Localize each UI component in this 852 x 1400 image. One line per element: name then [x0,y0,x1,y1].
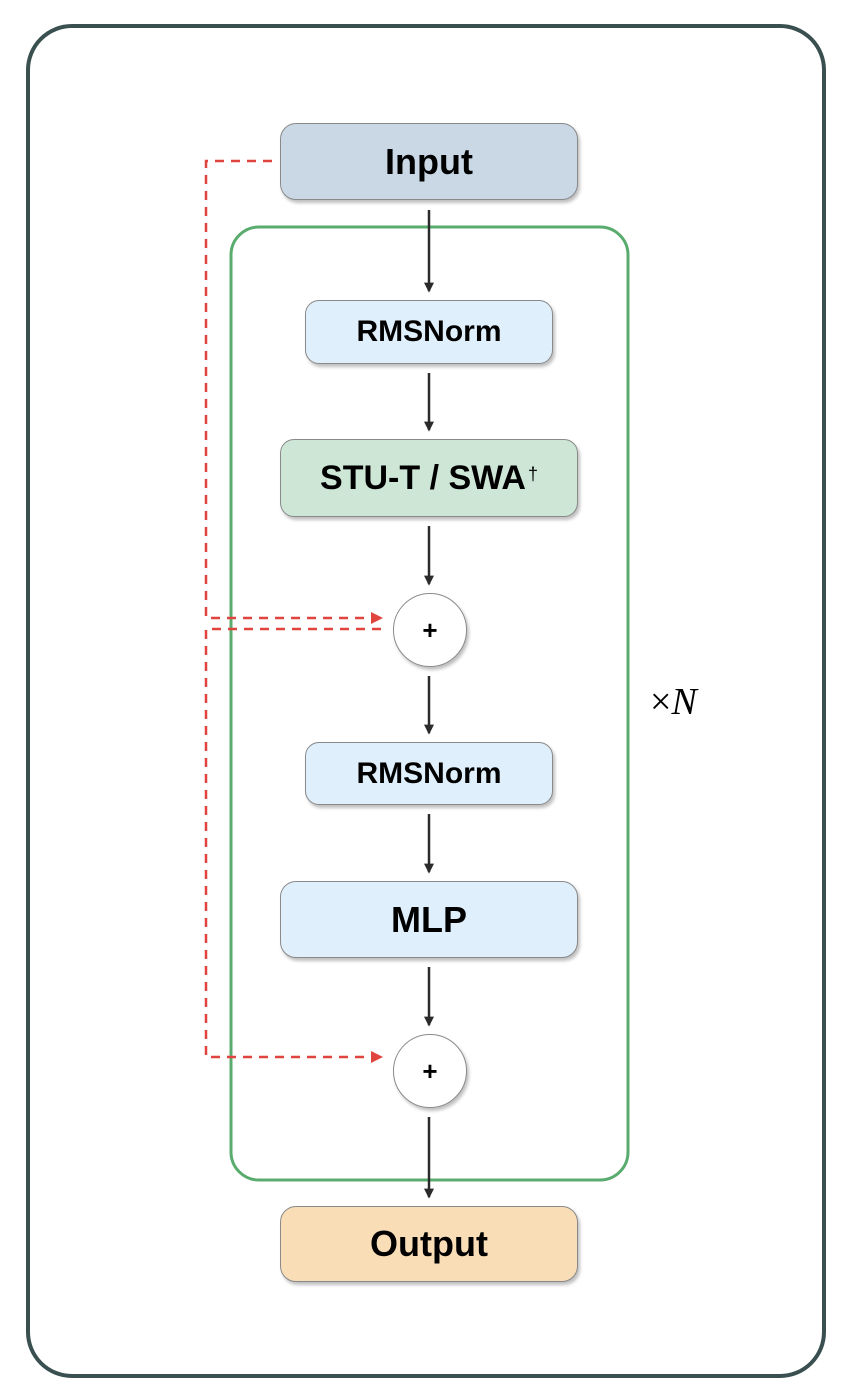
add-node-1: + [393,593,467,667]
mixer-label: STU-T / SWA [320,458,526,497]
mlp-node: MLP [280,881,578,958]
times-symbol: × [650,681,672,723]
output-label: Output [370,1223,488,1264]
outer-frame [26,24,826,1378]
rmsnorm-label-2: RMSNorm [356,756,502,790]
mlp-label: MLP [391,898,467,940]
output-node: Output [280,1206,578,1282]
mixer-node: STU-T / SWA† [280,439,578,517]
input-node: Input [280,123,578,200]
rmsnorm-node-2: RMSNorm [305,742,553,805]
mixer-dagger: † [527,463,538,484]
add-symbol-1: + [422,614,438,645]
add-symbol-2: + [422,1055,438,1086]
add-node-2: + [393,1034,467,1108]
input-label: Input [385,140,473,182]
rmsnorm-label-1: RMSNorm [356,315,502,348]
repeat-n: N [671,681,697,723]
residual-input-to-add1 [204,159,383,624]
residual-add1-to-add2 [204,627,383,1063]
rmsnorm-node-1: RMSNorm [305,300,553,364]
repeat-count-label: ×N [650,680,697,724]
